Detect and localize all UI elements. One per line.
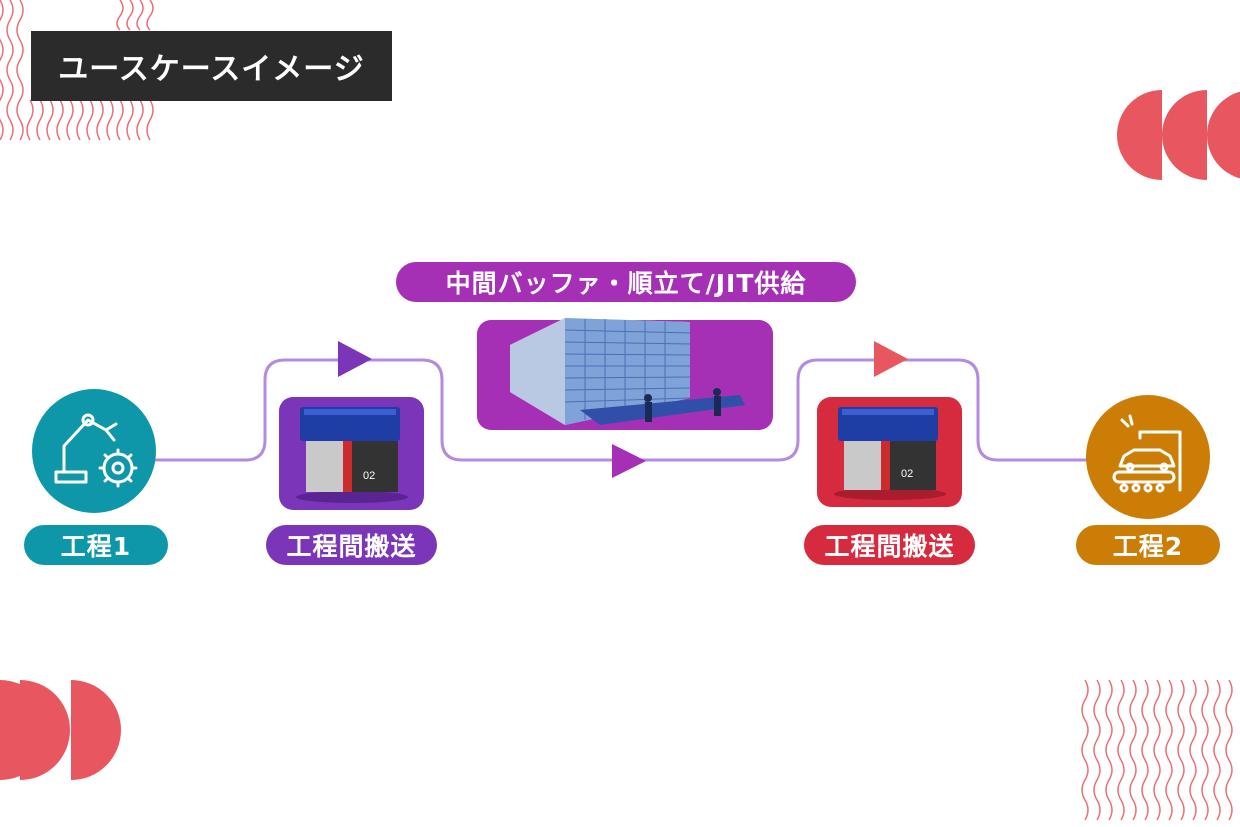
car-assembly-line-icon (1112, 414, 1182, 493)
buffer-label: 中間バッファ・順立て/JIT供給 (396, 262, 856, 302)
page-title: ユースケースイメージ (31, 31, 392, 101)
process2-label: 工程2 (1076, 525, 1220, 565)
robot-arm-gear-icon (54, 413, 138, 488)
transport1-node: 02 (279, 397, 424, 510)
wave-pattern-bottom-right (1081, 679, 1233, 821)
flow-arrow-1 (338, 341, 372, 377)
half-circles-top-right (1117, 90, 1240, 180)
process1-node (32, 389, 156, 513)
half-circles-bottom-left (0, 680, 121, 780)
automated-storage-rack-image (510, 318, 745, 425)
amr-robot-image: 02 (296, 407, 408, 503)
robot-number-1: 02 (363, 470, 375, 482)
transport2-label: 工程間搬送 (804, 525, 975, 565)
transport1-label: 工程間搬送 (266, 525, 437, 565)
flow-arrow-3 (874, 341, 908, 377)
robot-number-2: 02 (901, 468, 913, 480)
flow-arrow-2 (612, 444, 646, 478)
transport2-node: 02 (817, 397, 962, 507)
process2-node (1086, 395, 1210, 519)
amr-robot-image: 02 (834, 407, 946, 500)
process1-label: 工程1 (24, 525, 168, 565)
wave-pattern-top-left (0, 0, 154, 141)
buffer-node (477, 318, 773, 430)
